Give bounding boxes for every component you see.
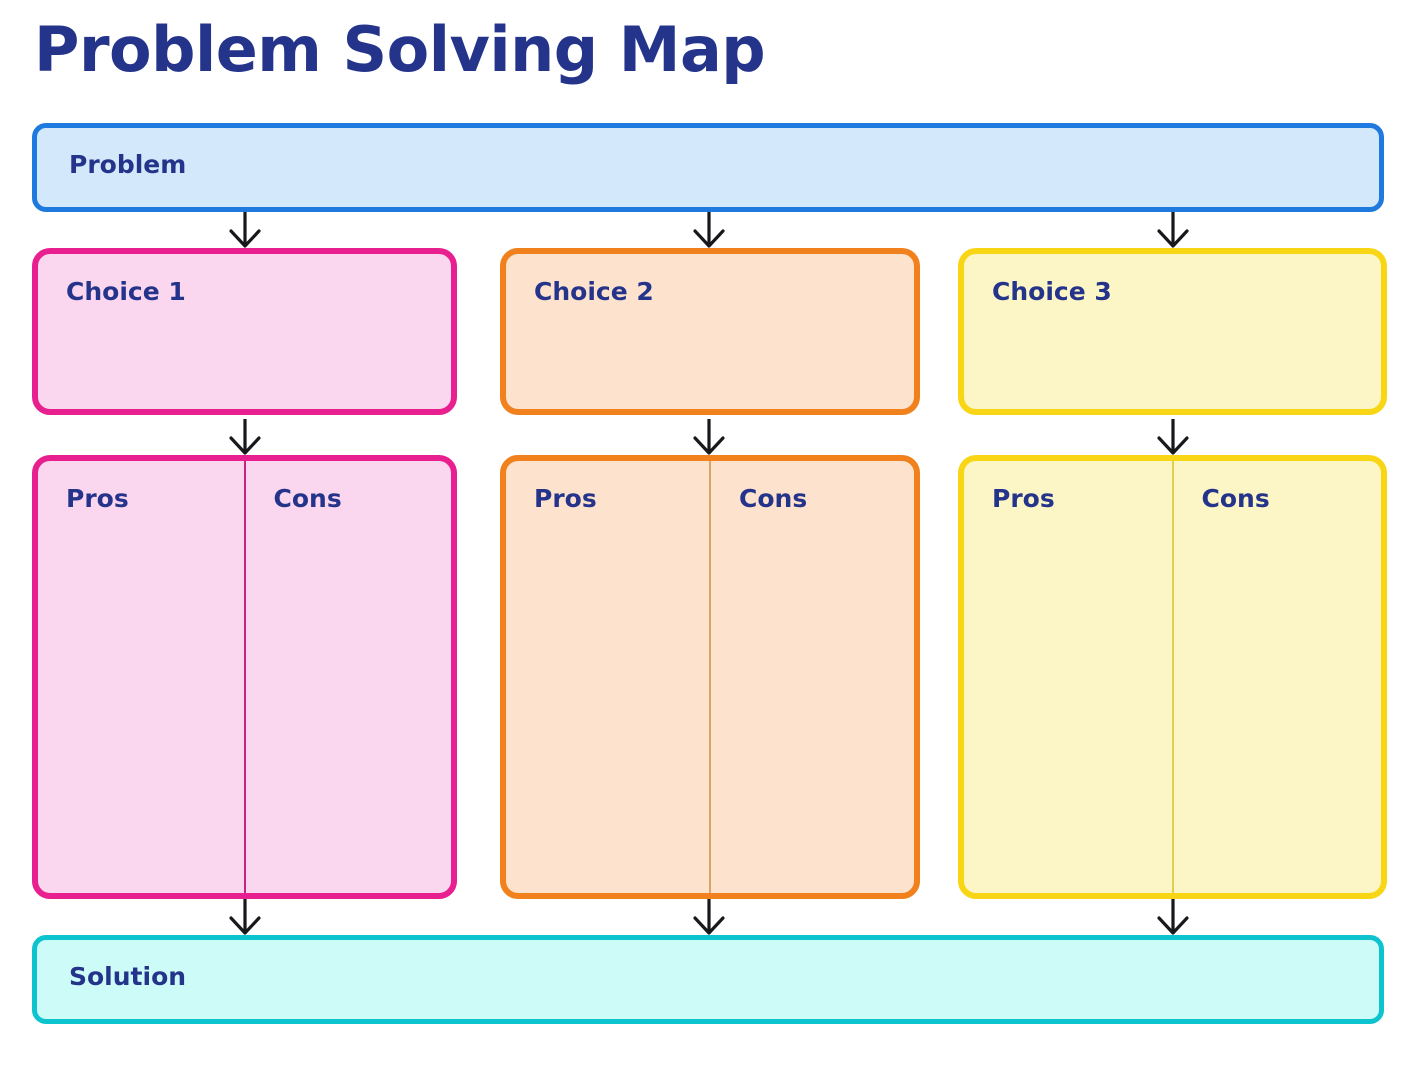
cons-label-2: Cons bbox=[739, 484, 808, 513]
choice-box-2[interactable]: Choice 2 bbox=[500, 248, 920, 415]
arrow-down-icon bbox=[223, 899, 267, 935]
pros-cons-box-1[interactable]: Pros Cons bbox=[32, 455, 457, 899]
arrow-down-icon bbox=[687, 212, 731, 248]
pros-label-2: Pros bbox=[534, 484, 597, 513]
pros-cell-1[interactable]: Pros bbox=[38, 461, 244, 893]
problem-box[interactable]: Problem bbox=[32, 123, 1384, 212]
solution-label: Solution bbox=[69, 962, 187, 991]
arrow-down-icon bbox=[1151, 419, 1195, 455]
arrow-down-icon bbox=[687, 899, 731, 935]
arrow-down-icon bbox=[223, 212, 267, 248]
choice-label-1: Choice 1 bbox=[66, 277, 186, 306]
cons-cell-3[interactable]: Cons bbox=[1171, 461, 1382, 893]
arrow-down-icon bbox=[687, 419, 731, 455]
choice-box-1[interactable]: Choice 1 bbox=[32, 248, 457, 415]
page-title: Problem Solving Map bbox=[34, 13, 766, 86]
pros-label-3: Pros bbox=[992, 484, 1055, 513]
choice-label-2: Choice 2 bbox=[534, 277, 654, 306]
cons-cell-2[interactable]: Cons bbox=[709, 461, 914, 893]
cons-label-3: Cons bbox=[1201, 484, 1270, 513]
pros-label-1: Pros bbox=[66, 484, 129, 513]
choice-box-3[interactable]: Choice 3 bbox=[958, 248, 1387, 415]
arrow-down-icon bbox=[1151, 899, 1195, 935]
arrow-down-icon bbox=[223, 419, 267, 455]
pros-cell-2[interactable]: Pros bbox=[506, 461, 709, 893]
pros-cell-3[interactable]: Pros bbox=[964, 461, 1172, 893]
arrow-down-icon bbox=[1151, 212, 1195, 248]
solution-box[interactable]: Solution bbox=[32, 935, 1384, 1024]
pros-cons-box-3[interactable]: Pros Cons bbox=[958, 455, 1387, 899]
problem-label: Problem bbox=[69, 150, 187, 179]
pros-cons-box-2[interactable]: Pros Cons bbox=[500, 455, 920, 899]
cons-cell-1[interactable]: Cons bbox=[243, 461, 452, 893]
choice-label-3: Choice 3 bbox=[992, 277, 1112, 306]
cons-label-1: Cons bbox=[273, 484, 342, 513]
